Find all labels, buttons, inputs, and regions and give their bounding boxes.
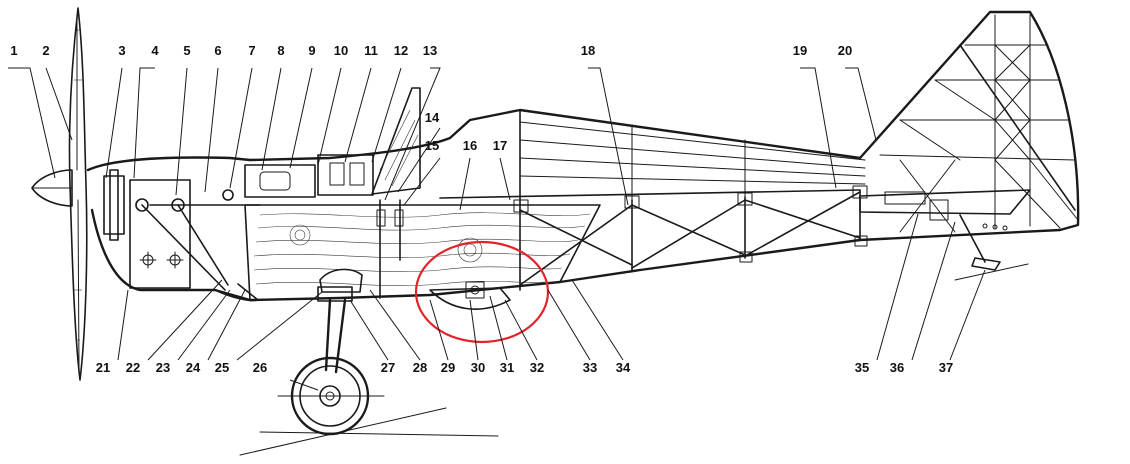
callout-number-28: 28 <box>413 360 427 375</box>
callout-leader-35 <box>876 213 919 361</box>
callout-leader-13 <box>384 67 441 201</box>
callout-number-17: 17 <box>493 138 507 153</box>
callout-leader-8 <box>261 67 282 171</box>
callout-leader-23 <box>177 289 231 361</box>
callout-number-7: 7 <box>248 43 255 58</box>
callout-leader-27 <box>349 299 389 361</box>
callout-number-29: 29 <box>441 360 455 375</box>
callout-number-16: 16 <box>463 138 477 153</box>
callout-number-1: 1 <box>10 43 17 58</box>
callout-number-36: 36 <box>890 360 904 375</box>
callout-leader-2 <box>45 67 73 141</box>
callout-leader-22 <box>147 279 223 361</box>
callout-number-21: 21 <box>96 360 110 375</box>
callout-number-26: 26 <box>253 360 267 375</box>
callout-number-34: 34 <box>616 360 631 375</box>
callout-leader-7 <box>229 67 253 189</box>
callout-leader-32 <box>504 299 538 361</box>
fuselage-truss <box>439 109 868 291</box>
callout-leader-16 <box>459 157 471 211</box>
callout-leader-37 <box>949 269 986 361</box>
callout-number-4: 4 <box>151 43 159 58</box>
callout-leader-12 <box>371 67 402 163</box>
callout-leader-11 <box>344 67 372 163</box>
callout-number-25: 25 <box>215 360 229 375</box>
callout-number-32: 32 <box>530 360 544 375</box>
callout-number-23: 23 <box>156 360 170 375</box>
callout-leader-26 <box>289 379 319 391</box>
callout-number-12: 12 <box>394 43 408 58</box>
callout-number-19: 19 <box>793 43 807 58</box>
callout-leader-29 <box>429 299 449 361</box>
callout-number-35: 35 <box>855 360 869 375</box>
callout-leader-21 <box>117 289 129 361</box>
callout-leader-24 <box>207 289 246 361</box>
callout-number-13: 13 <box>423 43 437 58</box>
callout-leader-3 <box>105 67 123 179</box>
callout-leader-1 <box>8 67 56 179</box>
wing-root <box>244 204 601 301</box>
callout-number-5: 5 <box>183 43 190 58</box>
callout-leaders <box>8 67 986 391</box>
callout-leader-18 <box>588 67 629 206</box>
callout-number-18: 18 <box>581 43 595 58</box>
callout-number-33: 33 <box>583 360 597 375</box>
callout-leader-10 <box>317 67 342 166</box>
main-landing-gear <box>239 286 499 456</box>
callout-number-11: 11 <box>364 43 378 58</box>
callout-number-27: 27 <box>381 360 395 375</box>
callout-number-15: 15 <box>425 138 439 153</box>
callout-number-2: 2 <box>42 43 49 58</box>
callout-number-30: 30 <box>471 360 485 375</box>
tail-skid <box>954 214 1029 281</box>
callout-number-37: 37 <box>939 360 953 375</box>
callout-leader-17 <box>499 157 511 201</box>
callout-leader-5 <box>175 67 188 196</box>
callout-leader-20 <box>845 67 877 141</box>
callout-number-20: 20 <box>838 43 852 58</box>
callout-number-24: 24 <box>186 360 201 375</box>
callout-number-8: 8 <box>277 43 284 58</box>
callout-leader-14 <box>397 127 441 193</box>
callout-leader-4 <box>133 67 155 179</box>
callout-leader-15 <box>403 157 441 206</box>
callout-leader-36 <box>911 221 956 361</box>
callout-number-6: 6 <box>214 43 221 58</box>
callout-number-31: 31 <box>500 360 514 375</box>
propeller <box>68 7 88 381</box>
highlight-circle <box>414 240 550 344</box>
forward-fuselage <box>244 87 862 302</box>
callout-number-14: 14 <box>425 110 440 125</box>
callout-leader-30 <box>469 299 479 361</box>
callout-number-10: 10 <box>334 43 348 58</box>
tail-fin <box>858 10 1080 242</box>
callout-leader-31 <box>489 295 508 361</box>
callout-leader-34 <box>571 279 624 361</box>
callout-number-3: 3 <box>118 43 125 58</box>
callout-leader-19 <box>800 67 837 189</box>
interior-detail <box>319 199 511 310</box>
engine-cowling <box>86 156 261 302</box>
callout-number-9: 9 <box>308 43 315 58</box>
callout-leader-25 <box>236 291 323 361</box>
callout-number-22: 22 <box>126 360 140 375</box>
callout-leader-33 <box>547 289 591 361</box>
callout-leader-28 <box>369 289 421 361</box>
callout-leader-6 <box>204 67 219 193</box>
callout-leader-9 <box>289 67 313 169</box>
